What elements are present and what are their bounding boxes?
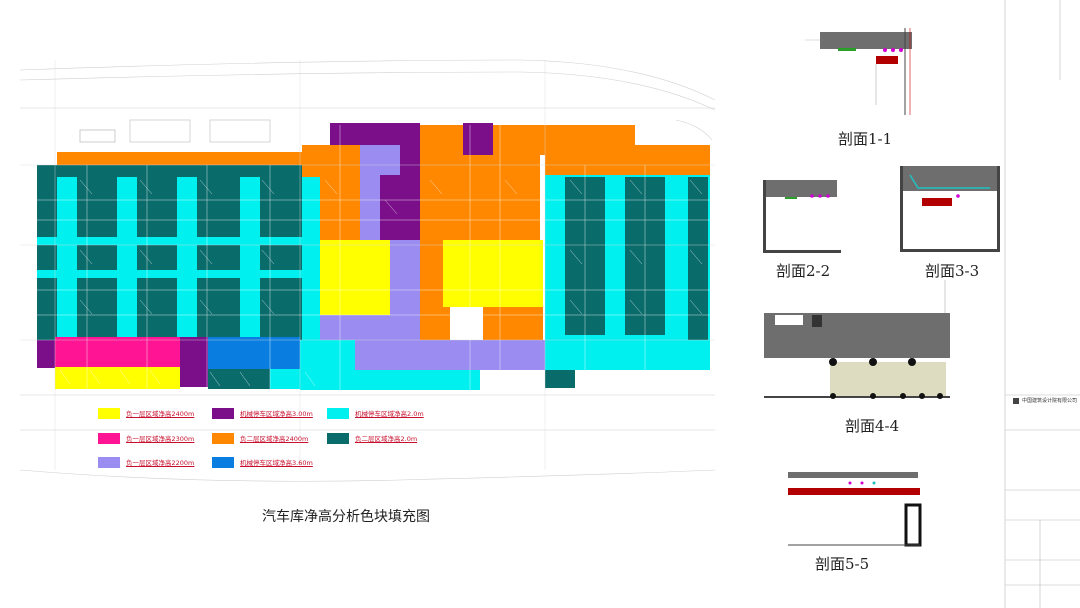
company-name: 中国建筑设计院有限公司 (1022, 398, 1078, 404)
legend-swatch (327, 432, 349, 444)
legend-swatch (327, 407, 349, 419)
legend-item: 负二层区域净高2400m (212, 432, 308, 444)
legend-item: 负一层区域净高2200m (98, 456, 194, 468)
title-block-frame (1004, 0, 1080, 608)
section-4-4-label: 剖面4-4 (845, 417, 900, 435)
section-3-3-drawing (900, 166, 1000, 252)
legend-swatch (212, 407, 234, 419)
section-2-2-drawing (763, 180, 841, 253)
legend-label: 机械停车区域净高3.00m (240, 410, 313, 418)
section-5-5-label: 剖面5-5 (815, 555, 870, 573)
legend-label: 负二层区域净高2.0m (355, 435, 418, 443)
section-1-1-label: 剖面1-1 (838, 130, 893, 148)
legend-label: 负一层区域净高2200m (126, 459, 195, 467)
legend-label: 负一层区域净高2300m (126, 435, 195, 443)
legend-item: 机械停车区域净高3.00m (212, 407, 313, 419)
legend-item: 机械停车区域净高3.60m (212, 456, 313, 468)
section-4-4-drawing (764, 280, 950, 399)
legend-swatch (98, 456, 120, 468)
legend-item: 负一层区域净高2300m (98, 432, 194, 444)
legend-swatch (98, 407, 120, 419)
section-1-1-drawing (805, 28, 912, 115)
plan-title: 汽车库净高分析色块填充图 (262, 509, 430, 525)
legend-item: 负一层区域净高2400m (98, 407, 194, 419)
section-5-5-drawing (788, 472, 922, 547)
legend-label: 机械停车区域净高3.60m (240, 459, 313, 467)
section-3-3-label: 剖面3-3 (925, 262, 980, 280)
section-2-2-label: 剖面2-2 (776, 262, 831, 280)
legend-label: 机械停车区域净高2.0m (355, 410, 424, 418)
legend-label: 负二层区域净高2400m (240, 435, 309, 443)
legend-swatch (98, 432, 120, 444)
legend-label: 负一层区域净高2400m (126, 410, 195, 418)
legend-swatch (212, 432, 234, 444)
legend-item: 负二层区域净高2.0m (327, 432, 417, 444)
legend-item: 机械停车区域净高2.0m (327, 407, 424, 419)
legend-swatch (212, 456, 234, 468)
